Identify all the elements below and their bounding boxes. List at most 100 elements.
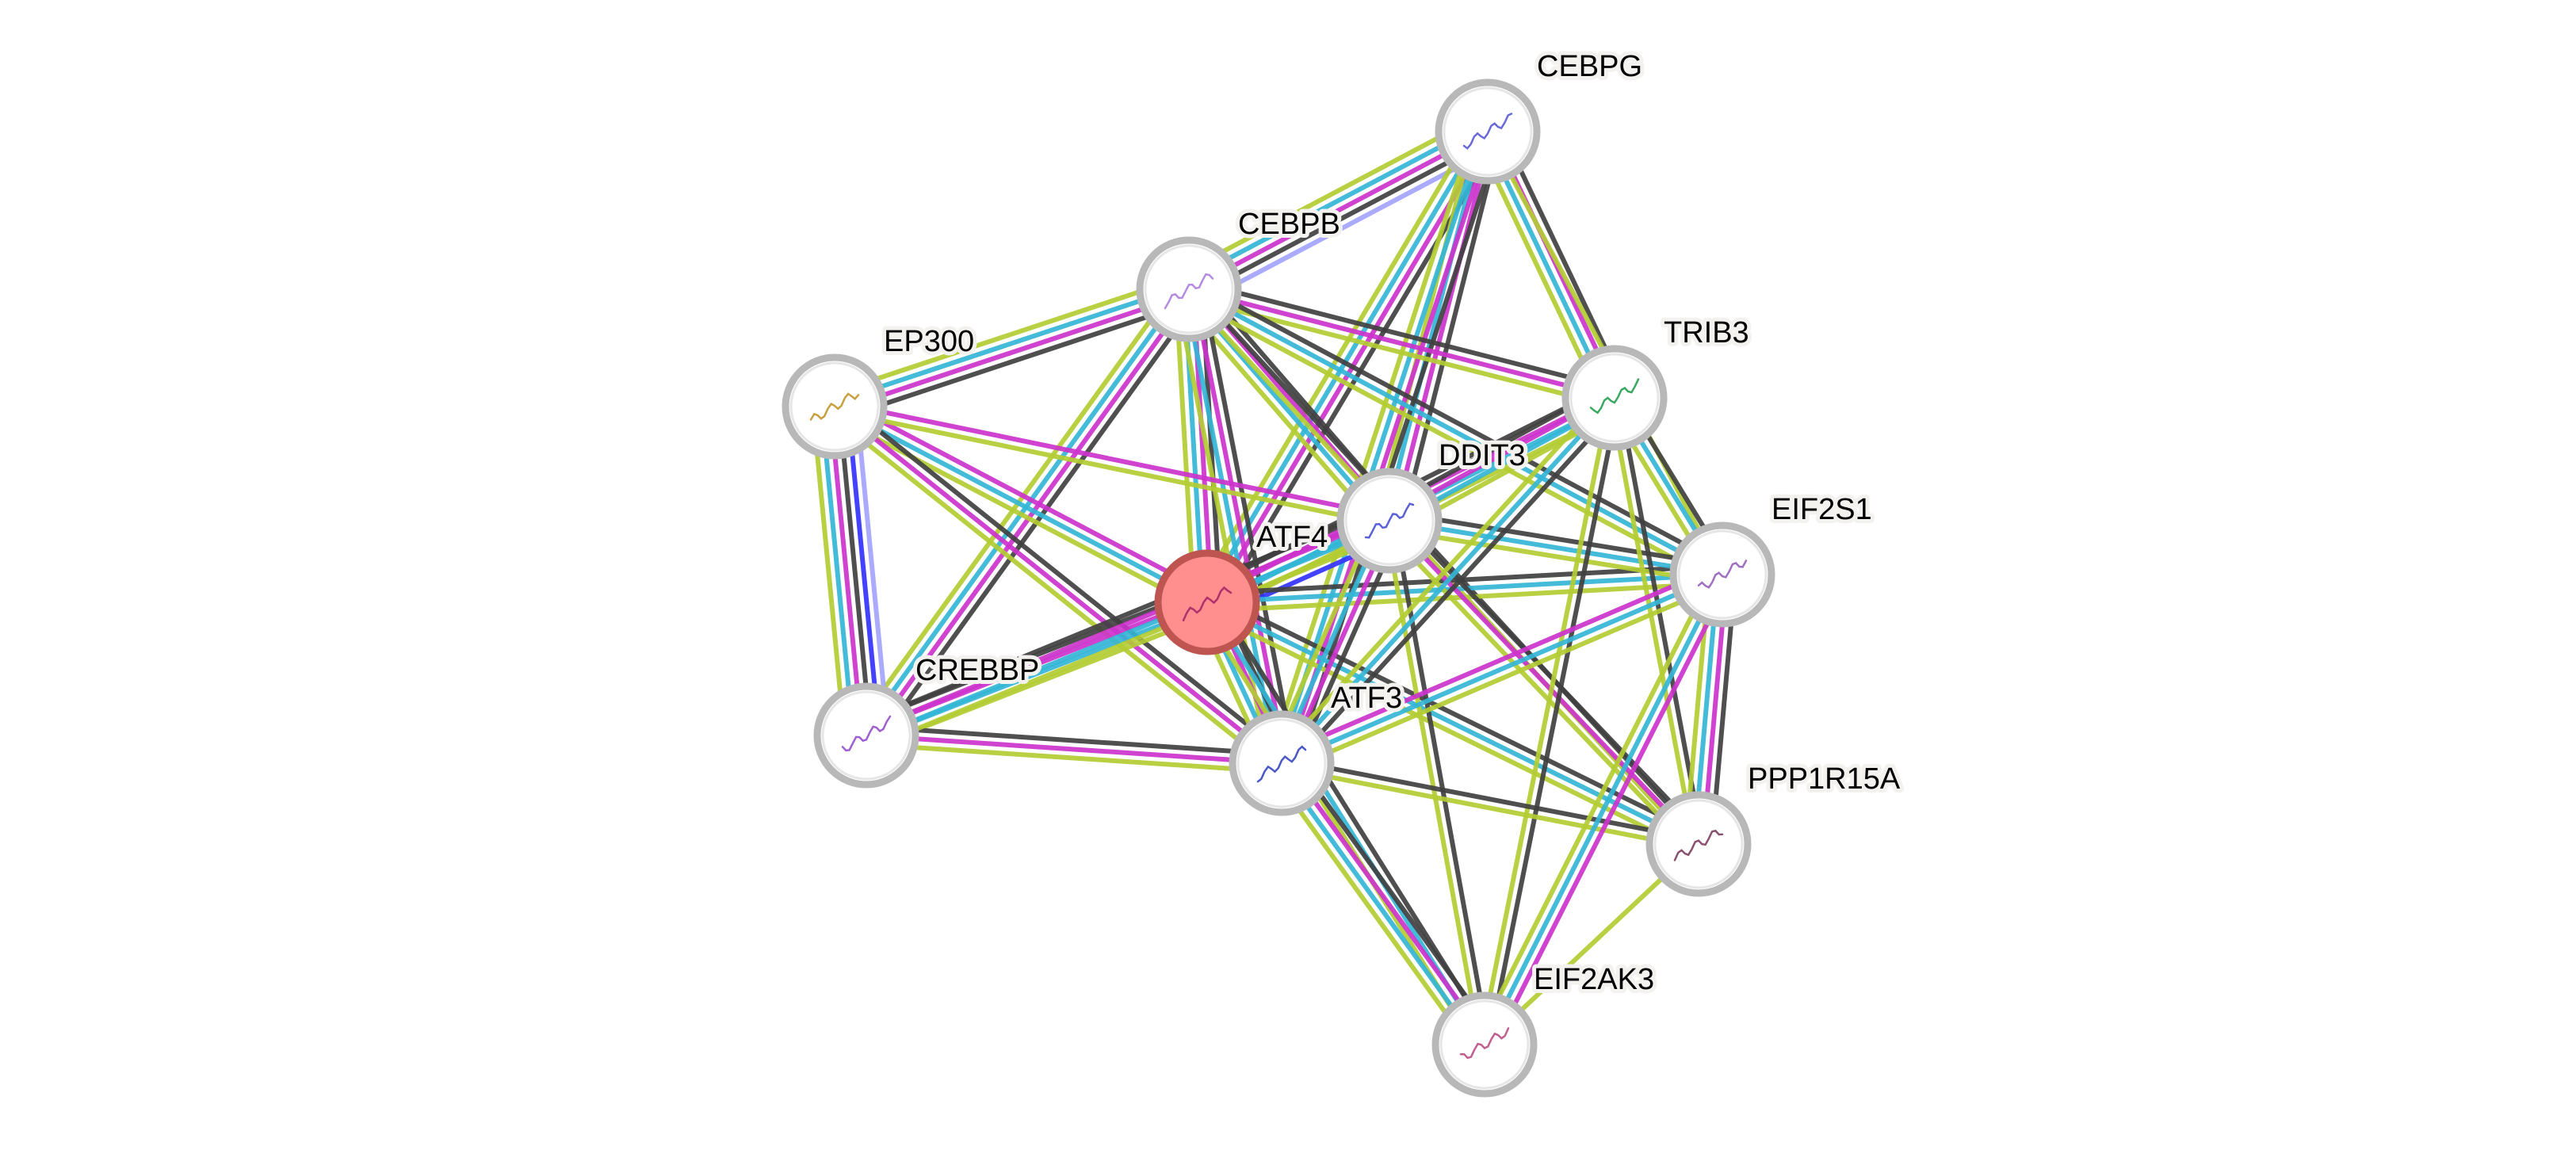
edge-cebpg-cebpb[interactable] [1179,113,1497,307]
edge-evidence-known-experimental [1283,759,1490,1044]
node-eif2ak3[interactable] [1431,991,1538,1098]
edge-ep300-atf3[interactable] [827,398,1289,772]
node-label-eif2ak3: EIF2AK3 [1534,963,1654,996]
edge-cebpg-ddit3[interactable] [1374,128,1503,525]
node-eif2s1[interactable] [1669,521,1775,628]
edge-crebbp-atf3[interactable] [866,724,1282,774]
node-circle[interactable] [1669,521,1775,628]
edge-ep300-crebbp[interactable] [810,404,891,738]
node-circle[interactable] [1229,710,1335,816]
protein-structure-icon [1462,113,1513,150]
edge-evidence-textmining [827,411,1278,772]
edge-eif2s1-eif2ak3[interactable] [1474,569,1733,1050]
edge-evidence-known-experimental [835,291,1191,414]
edge-evidence-textmining [1273,390,1611,759]
edge-atf3-ppp1r15a[interactable] [1280,756,1700,851]
edge-evidence-textmining [1374,128,1477,518]
edge-evidence-known-database [1389,518,1723,577]
edge-evidence-coexpression [1486,398,1622,1046]
edge-evidence-textmining [1382,521,1483,1046]
node-circle[interactable] [1561,345,1668,451]
edge-evidence-known-experimental [833,404,1283,766]
edge-ep300-atf4[interactable] [829,396,1213,613]
protein-structure-icon [809,392,860,421]
node-label-atf4: ATF4 [1256,521,1328,554]
edge-evidence-textmining [1267,126,1478,760]
node-label-crebbp: CREBBP [915,654,1039,687]
edge-evidence-textmining [1269,769,1477,1054]
edge-evidence-known-database [1276,764,1483,1048]
edge-evidence-textmining [829,274,1186,397]
edge-evidence-known-database [1382,129,1486,521]
protein-structure-icon [1459,1027,1510,1060]
edge-ep300-ddit3[interactable] [833,399,1391,528]
node-crebbp[interactable] [813,682,919,789]
protein-structure-icon [1697,560,1748,589]
edge-evidence-homology [854,404,891,734]
edge-ddit3-eif2s1[interactable] [1387,510,1725,586]
node-label-ep300: EP300 [884,325,974,358]
edge-trib3-ppp1r15a[interactable] [1607,396,1706,846]
node-label-ddit3: DDIT3 [1439,439,1526,472]
edge-evidence-known-experimental [1490,577,1733,1050]
edge-evidence-known-database [1482,573,1725,1046]
node-ppp1r15a[interactable] [1645,791,1752,897]
edge-evidence-known-experimental [1209,132,1494,606]
node-label-trib3: TRIB3 [1664,316,1749,350]
edge-evidence-coexpression [839,398,1289,758]
edge-evidence-coexpression [838,299,1194,422]
edge-evidence-known-database [1183,121,1485,284]
node-circle[interactable] [1154,549,1260,655]
edge-evidence-known-experimental [1391,132,1495,523]
node-inner-shadow [1443,86,1533,177]
edge-evidence-known-experimental [866,733,1282,766]
edge-evidence-coexpression [1390,510,1725,569]
node-ep300[interactable] [782,353,888,460]
node-inner-shadow [1144,244,1234,334]
edge-evidence-textmining [1284,580,1727,773]
edge-evidence-textmining [1387,526,1722,586]
edge-evidence-textmining [1280,765,1699,851]
node-inner-shadow [1439,999,1530,1090]
protein-structure-icon [1589,378,1640,414]
protein-structure-icon [841,715,892,752]
node-cebpg[interactable] [1435,78,1541,185]
edge-evidence-known-experimental [868,290,1194,739]
edge-evidence-coexpression [874,295,1202,745]
edge-evidence-coexpression [1191,279,1728,569]
edge-evidence-coexpression [836,406,873,735]
edge-evidence-textmining [1474,569,1717,1042]
edges-layer [810,113,1738,1054]
edge-evidence-textmining [1183,295,1720,585]
node-trib3[interactable] [1561,345,1668,451]
node-label-cebpg: CEBPG [1537,50,1642,83]
node-ddit3[interactable] [1336,468,1443,574]
node-label-atf3: ATF3 [1331,682,1402,715]
edge-evidence-known-database [861,285,1187,735]
node-circle[interactable] [1136,236,1242,342]
edge-atf3-eif2ak3[interactable] [1269,754,1497,1054]
edge-trib3-eif2ak3[interactable] [1477,396,1622,1046]
node-cebpb[interactable] [1136,236,1242,342]
node-circle[interactable] [813,682,919,789]
node-atf4[interactable] [1154,549,1260,655]
node-atf3[interactable] [1229,710,1335,816]
node-label-ppp1r15a: PPP1R15A [1748,762,1901,796]
edge-evidence-coexpression [1616,396,1706,844]
edge-evidence-textmining [866,742,1282,774]
edge-cebpb-ep300[interactable] [829,274,1194,422]
node-circle[interactable] [1431,991,1538,1098]
edge-atf3-eif2s1[interactable] [1277,564,1727,773]
edge-evidence-known-database [832,282,1189,405]
nodes-layer [782,78,1775,1098]
edge-trib3-atf3[interactable] [1273,390,1623,771]
node-inner-shadow [1236,718,1327,808]
edge-evidence-known-experimental [1188,287,1615,400]
edge-evidence-coexpression [1290,754,1497,1039]
edge-evidence-known-database [1280,572,1724,766]
protein-structure-icon [1256,745,1307,783]
node-circle[interactable] [1645,791,1752,897]
node-inner-shadow [821,690,912,781]
edge-evidence-textmining [833,408,1389,528]
